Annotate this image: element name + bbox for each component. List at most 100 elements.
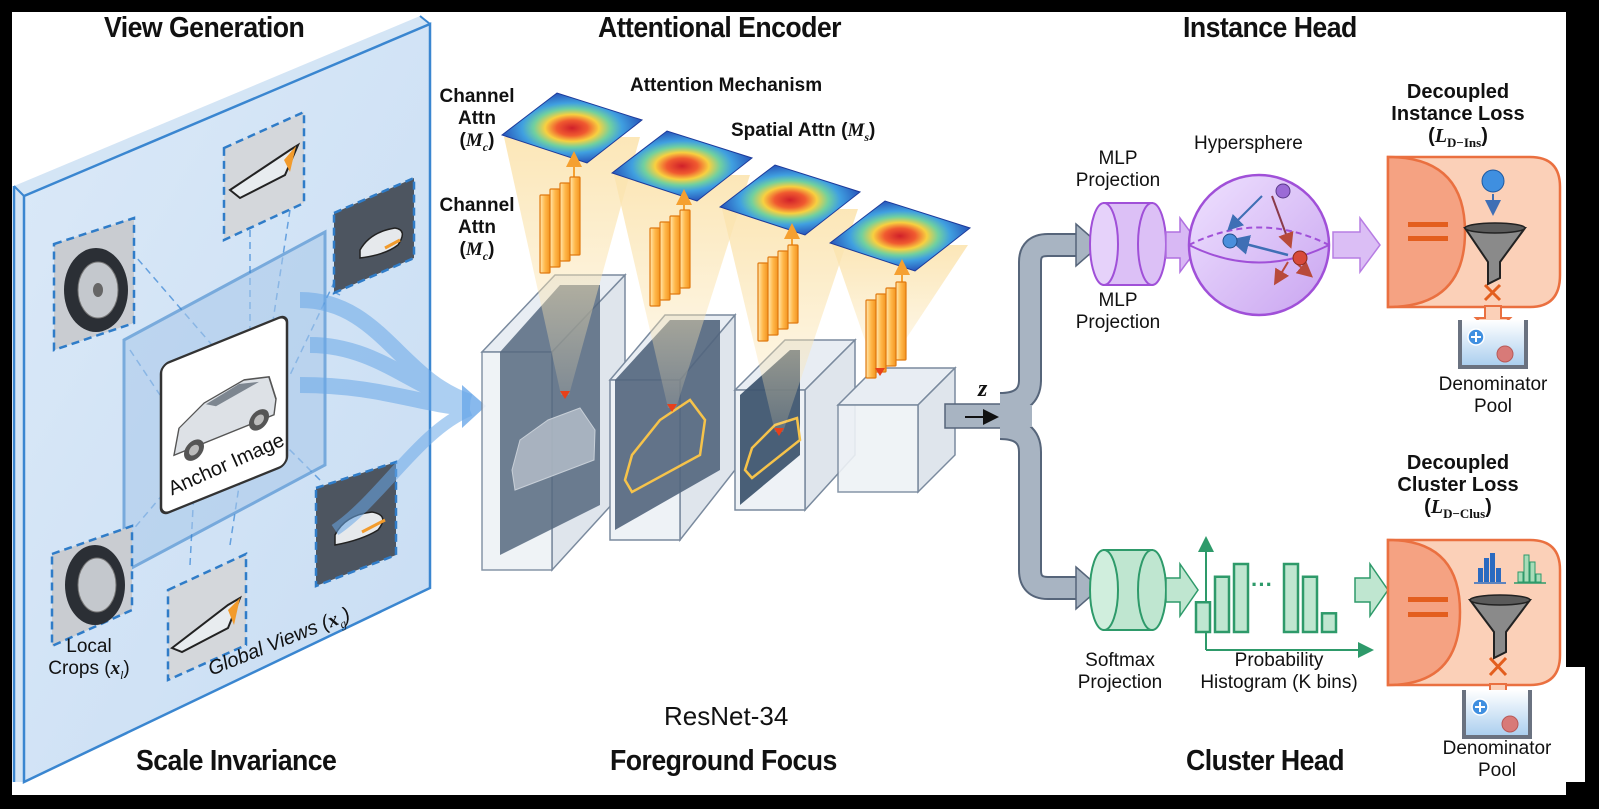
histogram-bin xyxy=(1213,575,1231,634)
backbone-label: ResNet-34 xyxy=(664,701,789,731)
symbol-sub: D−Ins xyxy=(1447,135,1482,150)
spatial-attn-label: Spatial Attn (Ms) xyxy=(731,120,875,145)
channel-attention-bar xyxy=(539,194,551,274)
spatial-attention-heatmap xyxy=(500,92,644,164)
section-footer-scale-invariance: Scale Invariance xyxy=(136,745,337,777)
cluster-pool-label: Denominator Pool xyxy=(1432,738,1562,782)
mlp-projection-label-top: MLP Projection xyxy=(1068,148,1168,192)
probability-histogram xyxy=(1194,536,1374,658)
sphere-to-loss-arrow xyxy=(1332,215,1381,275)
crop-wheel-bottom xyxy=(50,524,134,648)
anchor-car-image xyxy=(173,375,277,461)
channel-attn-label-mid: Channel Attn (Mc) xyxy=(432,195,522,267)
local-crops-text: Crops ( xyxy=(48,658,111,679)
instance-pool-line2: Pool xyxy=(1473,396,1513,417)
spatial-attn-close: ) xyxy=(869,120,876,141)
hypersphere xyxy=(1187,173,1331,317)
channel-attn-top-line2: Attn xyxy=(458,108,496,129)
hist-to-loss-arrow xyxy=(1354,561,1389,619)
channel-attention-bar xyxy=(787,244,799,324)
crop-headlight-bottom xyxy=(166,552,248,682)
channel-attention-bar xyxy=(649,227,661,307)
encoder-stage-2 xyxy=(608,312,737,543)
cluster-loss-block xyxy=(1386,538,1562,687)
histogram-bin xyxy=(1194,601,1212,634)
paren-close: ) xyxy=(488,239,495,260)
spatial-attn-sub: s xyxy=(864,129,870,144)
channel-attention-bar xyxy=(885,287,897,367)
local-crops-close: ) xyxy=(123,658,130,679)
cluster-loss-label: Decoupled Cluster Loss (LD−Clus) xyxy=(1378,452,1538,525)
channel-attention-bar xyxy=(895,281,907,361)
softmax-line2: Projection xyxy=(1077,672,1163,693)
attention-unit-3 xyxy=(718,164,862,436)
channel-attn-label-top: Channel Attn (Mc) xyxy=(432,86,522,158)
local-crops-label: Local Crops (xl) xyxy=(44,636,134,686)
cluster-pool-line1: Denominator xyxy=(1442,738,1552,759)
channel-attention-bar xyxy=(549,188,561,268)
mlp-bottom-line2: Projection xyxy=(1075,312,1161,333)
view-flow-arrows xyxy=(299,292,473,535)
instance-loss-line1: Decoupled xyxy=(1406,81,1510,103)
cluster-loss-line1: Decoupled xyxy=(1406,452,1510,474)
symbol-l: L xyxy=(1434,125,1448,147)
branch-brace-arrow xyxy=(999,222,1102,611)
channel-attention-bar xyxy=(679,209,691,289)
mlp-projection-label-bottom: MLP Projection xyxy=(1068,290,1168,334)
attention-unit-2 xyxy=(610,130,754,412)
instance-loss-line2: Instance Loss xyxy=(1391,103,1525,125)
instance-pool-label: Denominator Pool xyxy=(1428,374,1558,418)
focus-point xyxy=(774,428,784,436)
paren-open: ( xyxy=(1428,125,1435,147)
paren-close: ) xyxy=(1485,496,1492,518)
channel-attention-bar xyxy=(569,176,581,256)
channel-attention-bar xyxy=(767,256,779,336)
focus-point xyxy=(875,368,885,376)
instance-loss-symbol: (LD−Ins) xyxy=(1378,125,1538,154)
section-footer-cluster-head: Cluster Head xyxy=(1186,745,1345,777)
paren-close: ) xyxy=(488,130,495,151)
local-crops-line1: Local xyxy=(66,636,112,657)
channel-attention-bar xyxy=(659,221,671,301)
cluster-denominator-pool xyxy=(1462,690,1532,739)
local-crops-symbol: x xyxy=(110,658,121,679)
symbol-m: M xyxy=(465,130,483,151)
channel-attention-bar xyxy=(559,182,571,262)
local-crops-line2: Crops (xl) xyxy=(44,658,134,686)
channel-attention-bar xyxy=(757,262,769,342)
histogram-line2: Histogram (K bins) xyxy=(1200,672,1358,693)
view-flow-arrowhead xyxy=(462,385,486,428)
section-title-view-generation: View Generation xyxy=(104,12,305,44)
focus-point xyxy=(667,404,677,412)
cluster-loss-symbol: (LD−Clus) xyxy=(1378,496,1538,525)
spatial-attention-heatmap xyxy=(828,200,972,272)
paren-open: ( xyxy=(1424,496,1431,518)
attention-beam xyxy=(614,175,750,408)
mlp-top-line2: Projection xyxy=(1075,170,1161,191)
histogram-line1: Probability xyxy=(1234,650,1324,671)
spatial-attention-heatmap xyxy=(610,130,754,202)
symbol-sub: c xyxy=(482,248,489,263)
instance-denominator-pool xyxy=(1458,320,1528,369)
spatial-attn-text: Spatial Attn ( xyxy=(731,120,848,141)
latent-z-connector xyxy=(944,403,1006,429)
spatial-attn-symbol: M xyxy=(847,120,865,141)
channel-attn-mid-symbol: (Mc) xyxy=(432,239,522,267)
anchor-frame xyxy=(122,229,327,575)
symbol-sub: D−Clus xyxy=(1443,506,1486,521)
attention-mechanism-label: Attention Mechanism xyxy=(630,75,823,96)
mlp-projection-cylinder xyxy=(1089,202,1167,286)
channel-attn-mid-line2: Attn xyxy=(458,217,496,238)
histogram-bin xyxy=(1282,562,1300,634)
attention-unit-4 xyxy=(828,200,972,379)
attention-unit-1 xyxy=(500,92,644,399)
softmax-projection-cylinder xyxy=(1089,549,1167,631)
channel-attention-bar xyxy=(669,215,681,295)
symbol-m: M xyxy=(465,239,483,260)
hypersphere-label: Hypersphere xyxy=(1194,133,1303,154)
crop-headlight-top xyxy=(222,110,306,242)
crop-mirror-top xyxy=(332,176,416,295)
channel-attn-top-symbol: (Mc) xyxy=(432,130,522,158)
encoder-stage-4 xyxy=(836,366,957,494)
